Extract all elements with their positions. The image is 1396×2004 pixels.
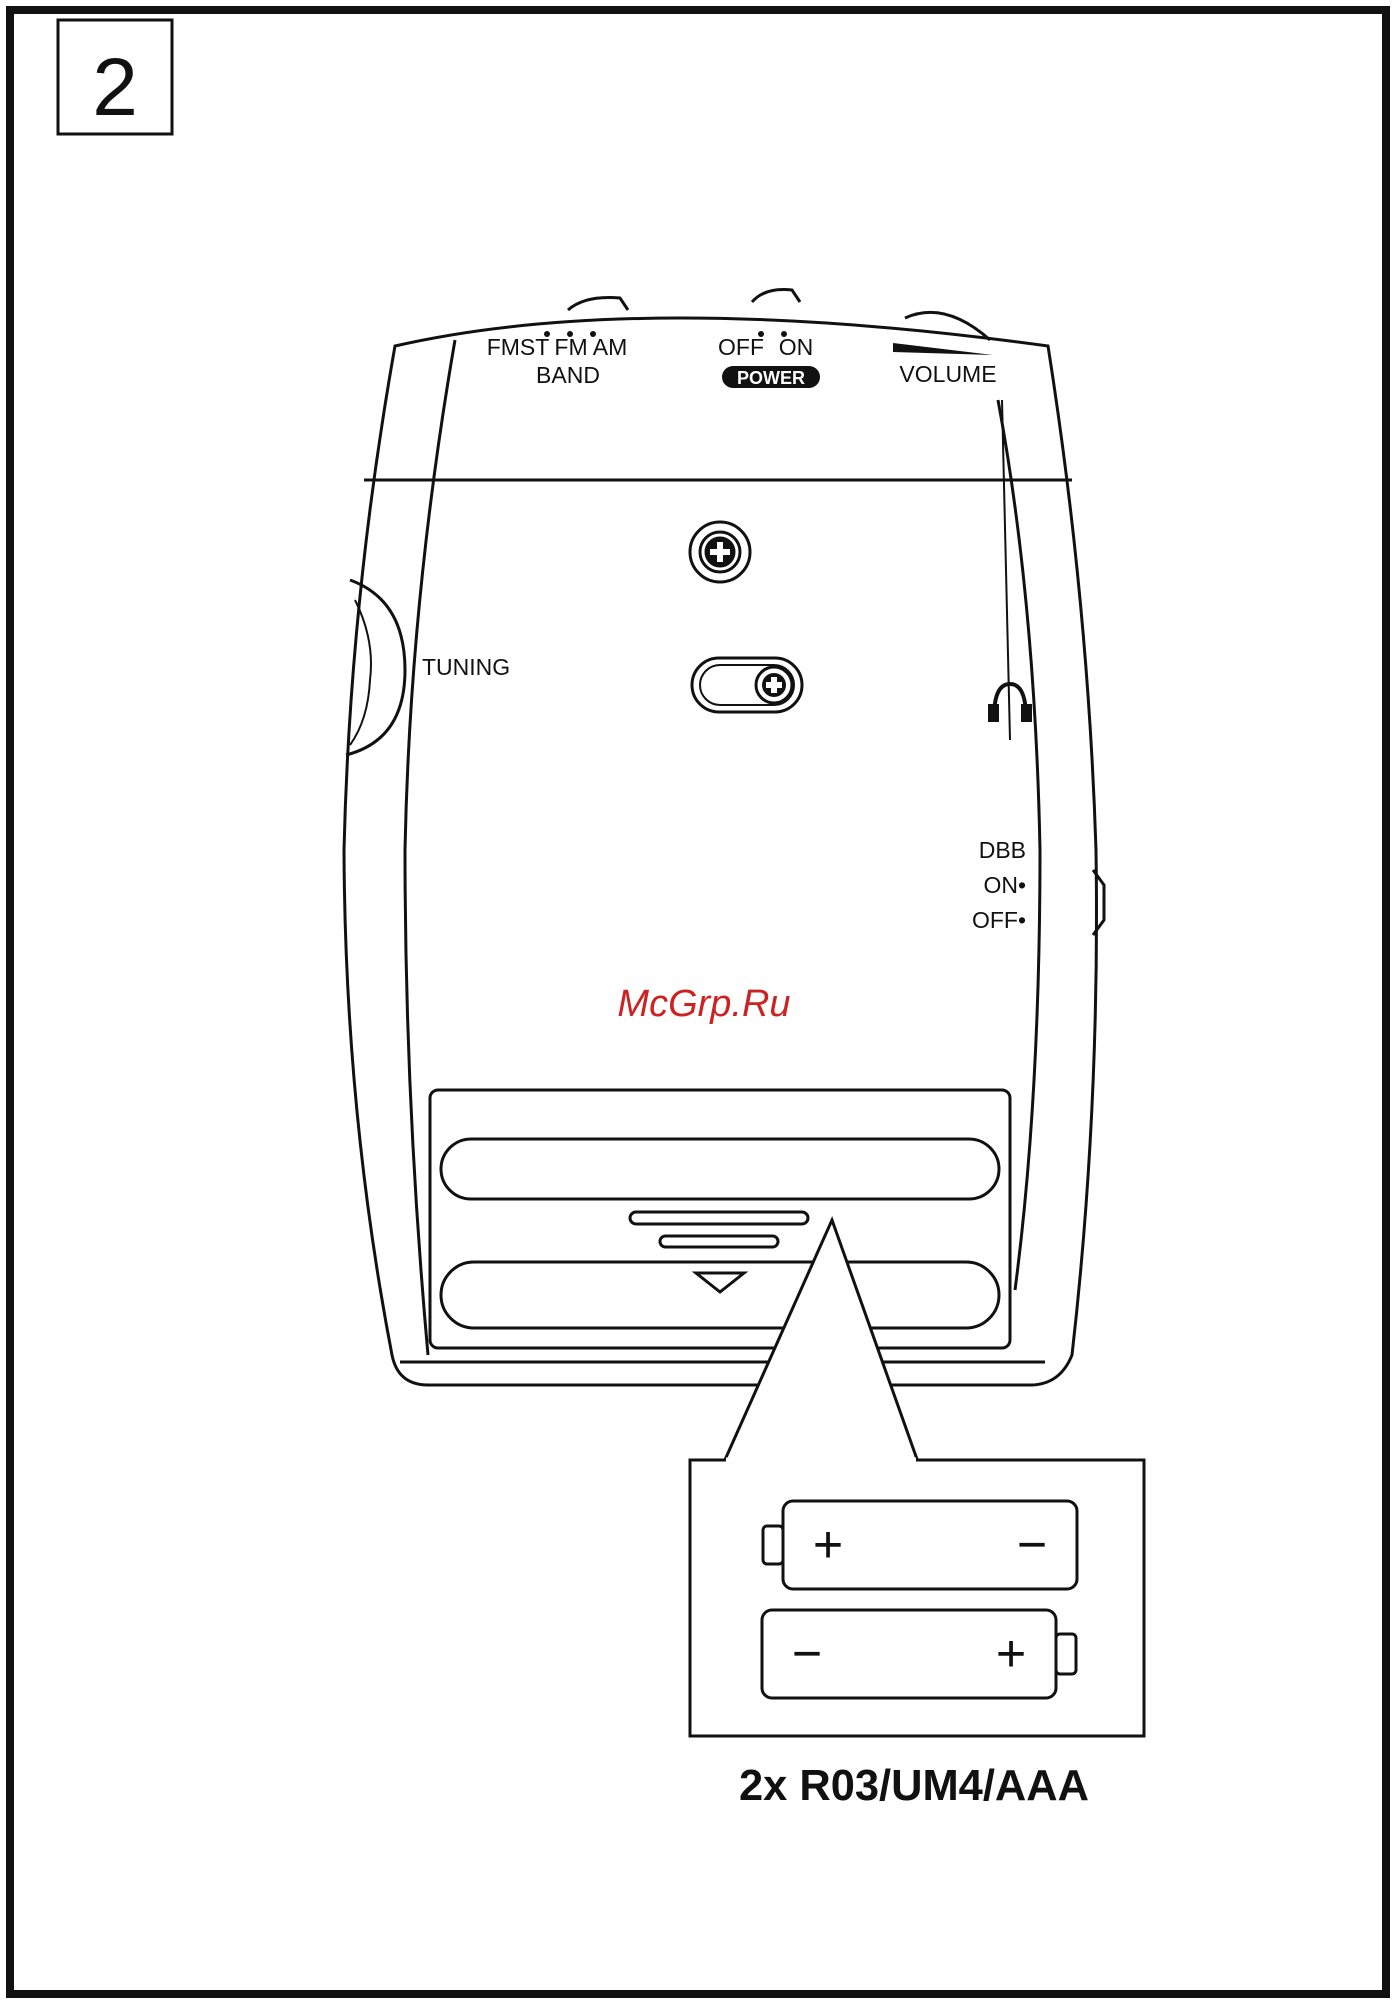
power-labels: OFF ON POWER [718, 331, 820, 388]
battery-slot-top [441, 1139, 999, 1199]
tuning-label: TUNING [422, 654, 510, 680]
dbb-off-label: OFF• [972, 907, 1026, 933]
slide-switch-icon[interactable] [692, 658, 802, 712]
band-label: BAND [536, 362, 600, 388]
headphones-right-cup [1023, 706, 1030, 720]
watermark: McGrp.Ru [617, 983, 790, 1025]
battery-cell-top-left-sign: + [813, 1516, 843, 1574]
power-switch-bump [752, 290, 800, 303]
power-off-label: OFF [718, 334, 764, 360]
dbb-on-label: ON• [983, 872, 1026, 898]
headphones-left-cup [990, 706, 997, 720]
band-option-fm: FM [554, 334, 587, 360]
battery-door[interactable] [430, 1090, 1010, 1348]
volume-label: VOLUME [899, 361, 996, 387]
band-option-fmst: FMST [487, 334, 550, 360]
dbb-side-switch[interactable] [1093, 870, 1104, 935]
door-grip-short [660, 1236, 778, 1247]
door-grip-long [630, 1212, 808, 1224]
volume-wedge [893, 343, 993, 355]
battery-spec: 2x R03/UM4/AAA [739, 1761, 1089, 1810]
battery-cell-bottom-right-sign: + [996, 1625, 1026, 1683]
battery-compartment [430, 1090, 1010, 1348]
power-label: POWER [737, 368, 805, 388]
battery-cell-bottom-left-sign: − [792, 1625, 822, 1683]
callout-pointer [724, 1220, 918, 1462]
screw-cross-v [717, 542, 723, 562]
band-labels: FMST FM AM BAND [487, 331, 628, 388]
figure-number: 2 [92, 42, 138, 133]
screw-icon [690, 522, 750, 582]
open-arrow-icon [696, 1273, 744, 1292]
battery-cell-top-right-sign: − [1017, 1516, 1047, 1574]
slide-switch-cross-v [771, 677, 777, 693]
band-option-am: AM [593, 334, 628, 360]
dbb-labels: DBB ON• OFF• [972, 837, 1026, 933]
band-switch-bump [568, 298, 628, 311]
dbb-label: DBB [979, 837, 1026, 863]
power-on-label: ON [779, 334, 814, 360]
